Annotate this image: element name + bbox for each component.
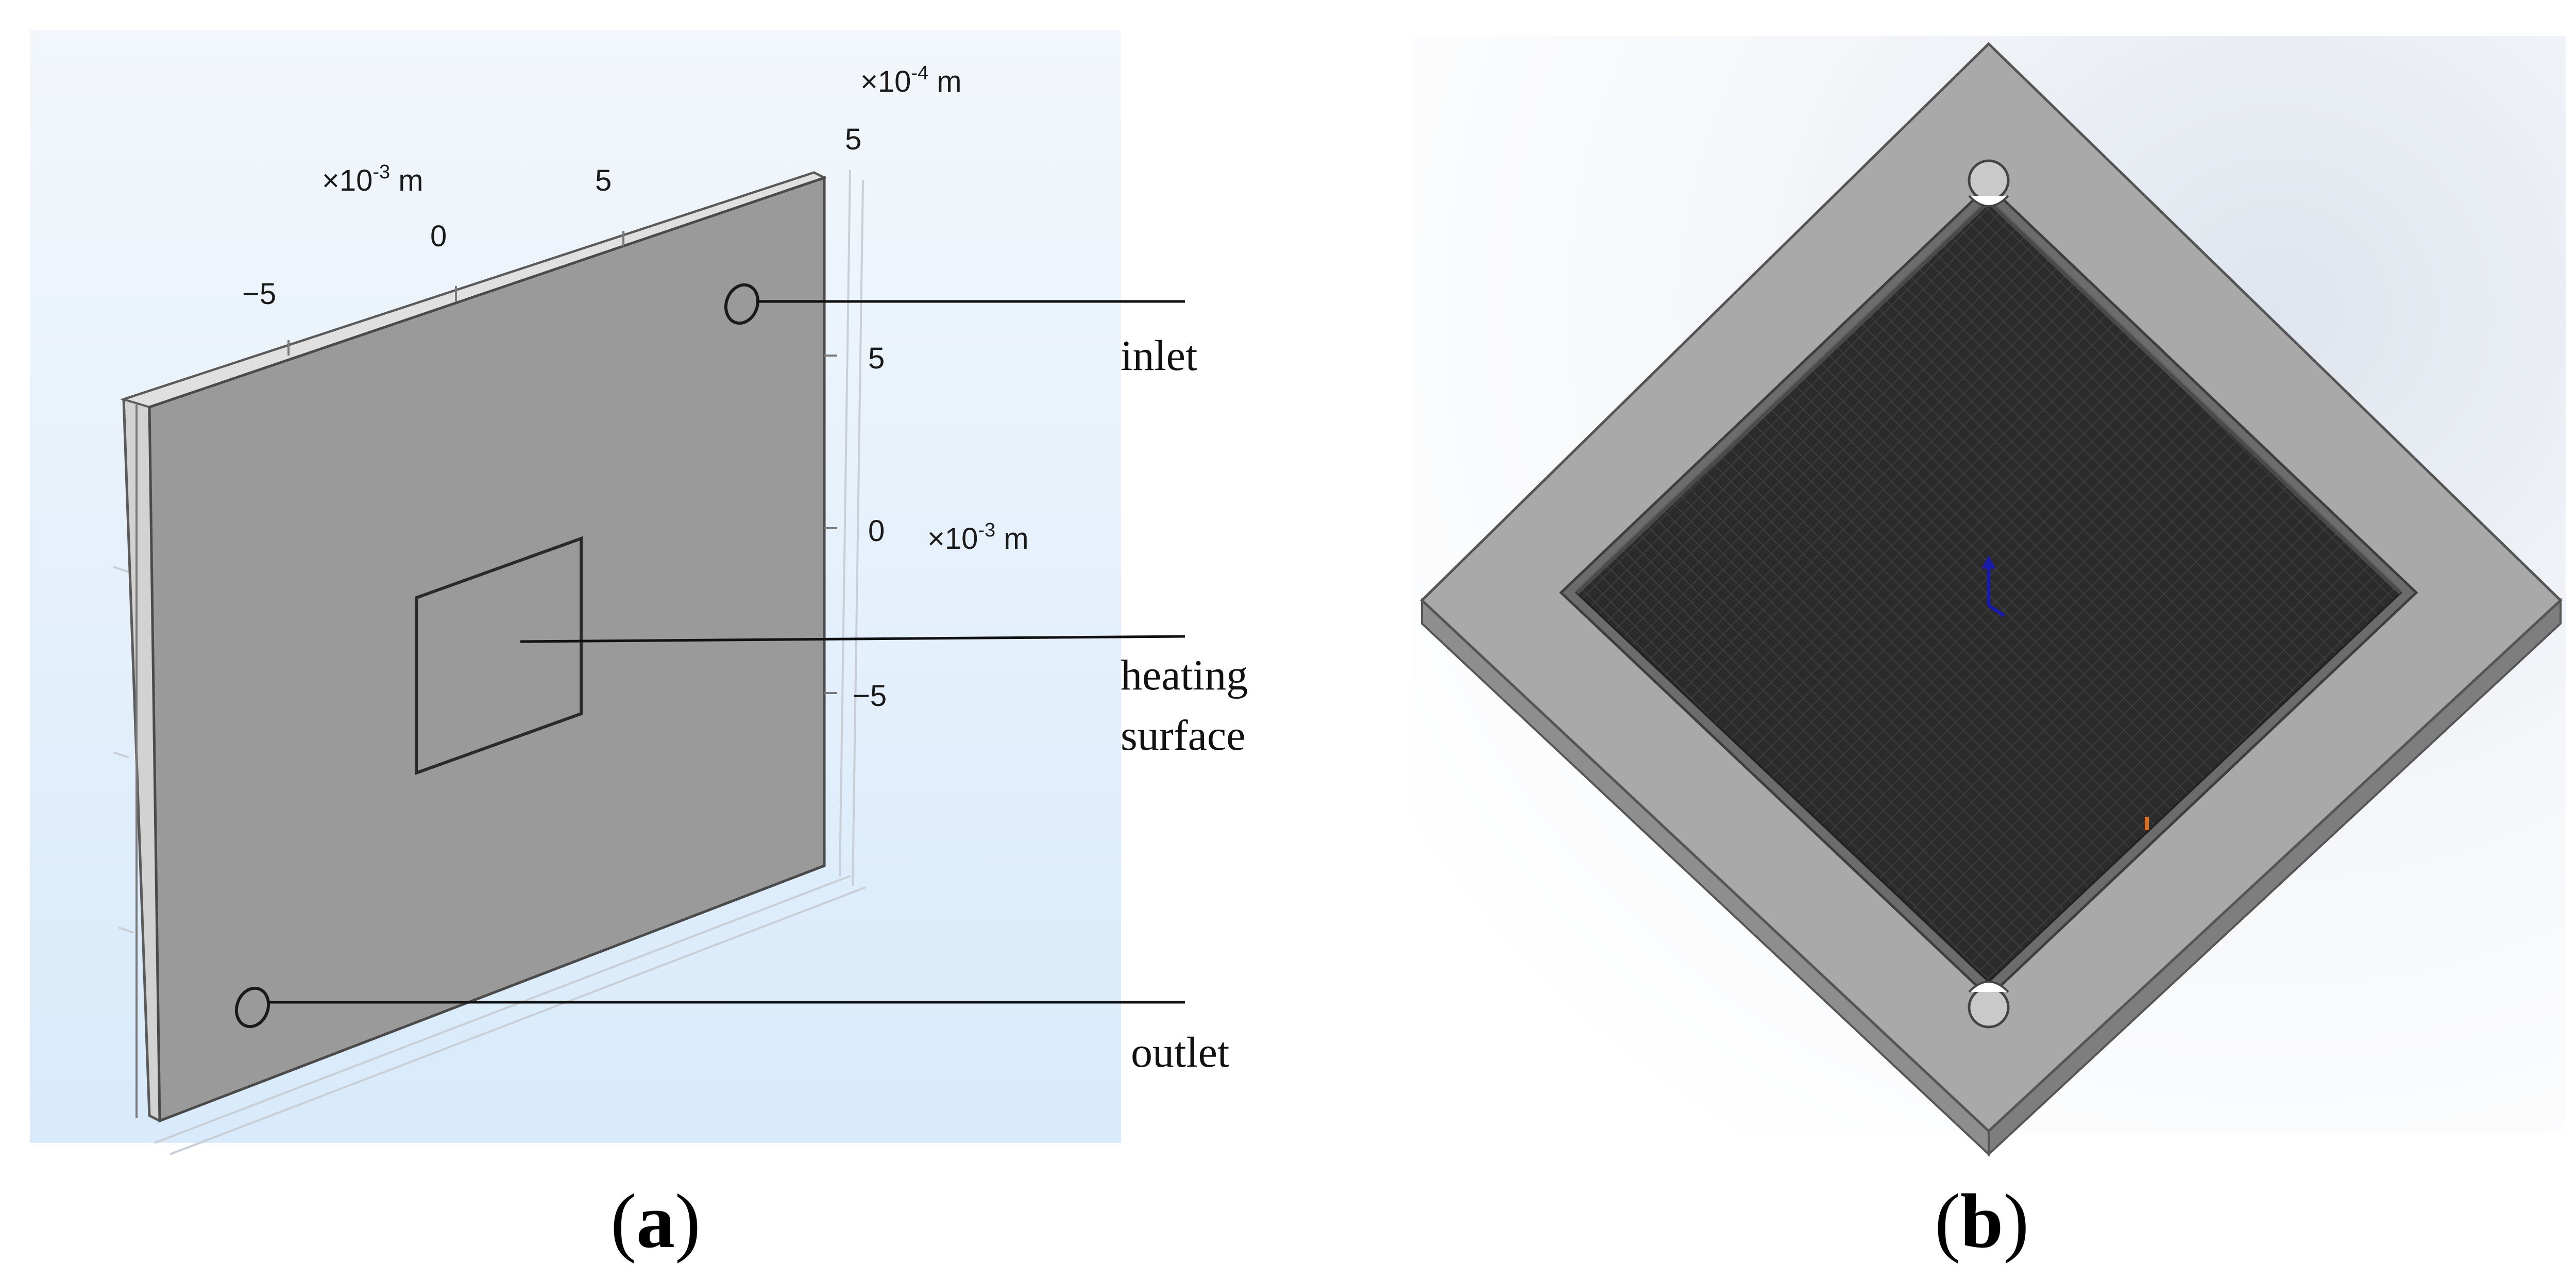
orange-marker <box>2145 817 2149 830</box>
depth-axis-unit: ×10-4 m <box>860 62 962 98</box>
outlet-hole <box>234 986 270 1029</box>
top-axis-tick-neg5: −5 <box>242 277 276 311</box>
right-axis-tick-5: 5 <box>868 342 885 375</box>
outlet-label: outlet <box>1131 1029 1229 1076</box>
panel-b-caption: (b) <box>1935 1178 2029 1264</box>
right-axis-tick-neg5: −5 <box>853 679 887 713</box>
frame-inlet-hole <box>1968 159 2010 207</box>
frame-outlet-hole <box>1968 981 2010 1029</box>
top-axis-tick-0: 0 <box>430 220 447 253</box>
inlet-label: inlet <box>1121 332 1197 380</box>
heating-surface <box>415 536 583 776</box>
top-axis-ticks <box>287 231 624 356</box>
right-axis-tick-0: 0 <box>868 514 885 548</box>
panel-b: (b) <box>1412 36 2566 1264</box>
inlet-hole <box>724 283 760 325</box>
plate-face <box>148 176 826 1123</box>
top-axis-unit: ×10-3 m <box>322 161 423 197</box>
callout-lines <box>268 300 1185 1004</box>
heating-label-line1: heating <box>1121 651 1248 699</box>
floor-grid <box>113 170 866 1155</box>
axis-triad-icon <box>1981 555 2005 617</box>
panel-a-caption: (a) <box>611 1178 701 1264</box>
panel-a: ×10-3 m −5 0 5 ×10-4 m 5 5 0 −5 ×10-3 m … <box>30 30 1248 1264</box>
top-axis-tick-5: 5 <box>595 164 612 197</box>
depth-axis-tick-5: 5 <box>845 123 861 156</box>
right-axis-unit: ×10-3 m <box>927 519 1029 555</box>
heating-label-line2: surface <box>1121 712 1245 760</box>
right-axis-ticks <box>824 355 837 694</box>
